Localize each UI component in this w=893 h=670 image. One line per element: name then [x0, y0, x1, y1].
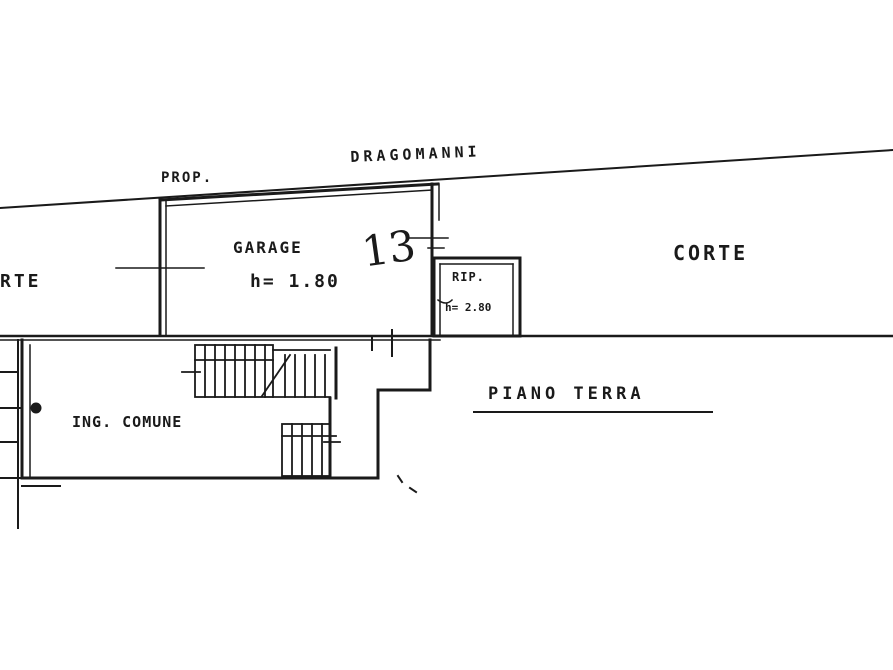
- garage-label: GARAGE: [233, 238, 303, 257]
- stray-mark-2: [408, 486, 418, 494]
- prop-label: PROP.: [161, 170, 214, 186]
- stray-mark: [396, 474, 404, 484]
- rip-label: RIP.: [452, 270, 485, 284]
- column-mark: [30, 402, 42, 414]
- ingresso-comune-label: ING. COMUNE: [72, 413, 183, 431]
- building-front-line: [0, 334, 893, 341]
- sheet-number-label: 13: [358, 220, 419, 277]
- corte-right-label: CORTE: [673, 241, 749, 265]
- left-edge-marks: [0, 339, 61, 529]
- corte-left-label: RTE: [0, 271, 42, 292]
- garage-height-label: h= 1.80: [250, 271, 340, 292]
- floor-title-label: PIANO TERRA: [488, 384, 645, 404]
- property-boundary-line: [0, 148, 893, 210]
- rip-height-label: h= 2.80: [445, 301, 492, 314]
- hand-hatch-mark: [436, 298, 454, 304]
- staircase: [181, 344, 341, 477]
- garage-walls: [158, 182, 440, 337]
